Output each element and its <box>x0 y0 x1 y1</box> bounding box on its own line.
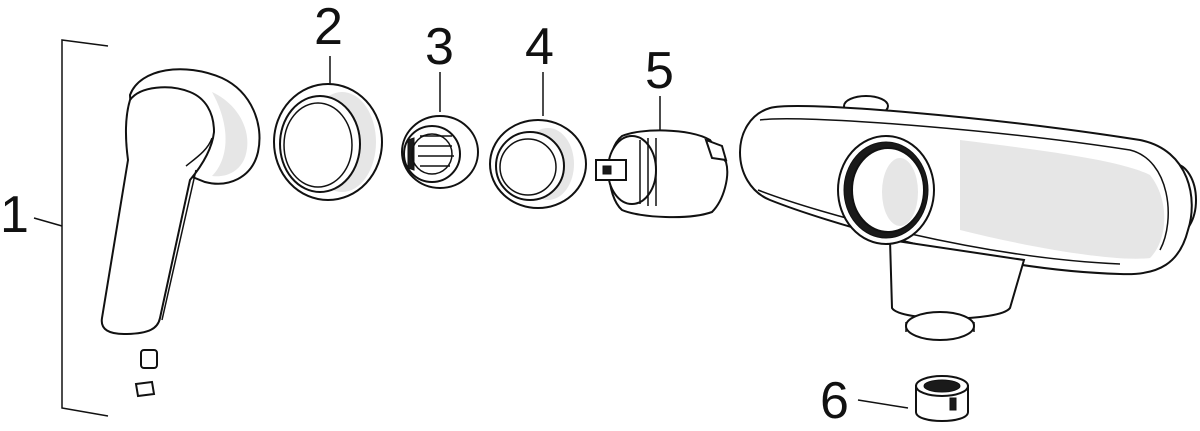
escutcheon-inner <box>279 95 361 193</box>
part-6-aerator <box>857 375 969 422</box>
part-1-lever-handle <box>33 39 261 417</box>
handle-screw <box>140 349 158 369</box>
part-1-bracket <box>61 39 109 417</box>
callout-3: 3 <box>425 18 454 76</box>
callout-5: 5 <box>645 42 674 100</box>
part-6-leader <box>857 399 909 409</box>
outlet-thread <box>905 311 975 341</box>
part-1-leader <box>33 217 63 227</box>
part-3-adapter <box>401 72 479 189</box>
faucet-body <box>739 95 1197 341</box>
callout-6: 6 <box>820 372 849 430</box>
part-2-escutcheon <box>273 56 383 201</box>
part-5-cartridge <box>595 96 729 219</box>
handle-set-screw <box>134 380 156 398</box>
threaded-ring-inner <box>495 131 565 201</box>
callout-2: 2 <box>314 0 343 56</box>
cartridge-tab <box>704 138 728 162</box>
part-4-threaded-ring <box>489 72 587 209</box>
callout-1: 1 <box>0 186 29 244</box>
callout-4: 4 <box>525 18 554 76</box>
lever-arm <box>100 86 216 336</box>
